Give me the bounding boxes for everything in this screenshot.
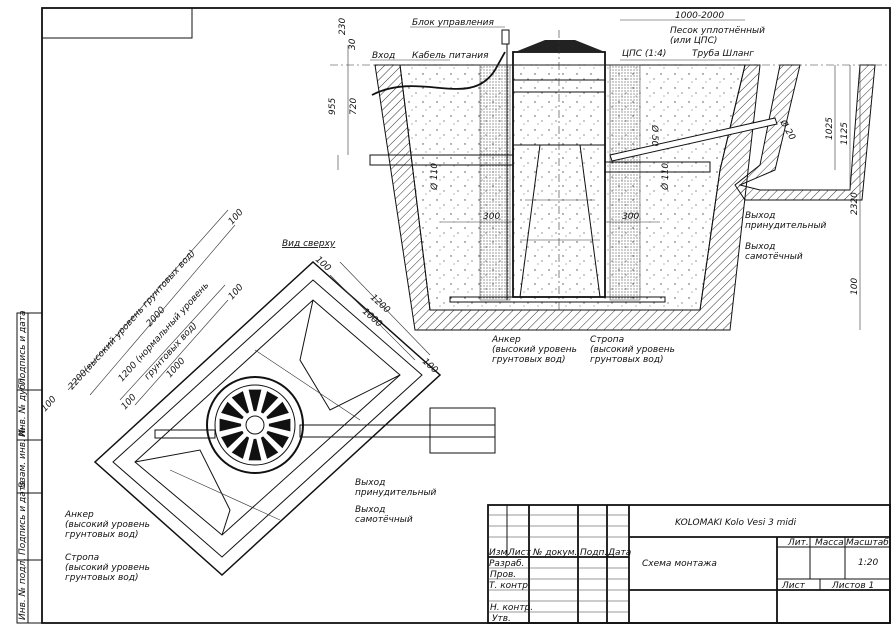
tank-rib <box>219 418 242 432</box>
label-sand-2: (или ЦПС) <box>670 36 717 46</box>
col-date: Дата <box>607 548 631 558</box>
dim-1000-2000: 1000-2000 <box>675 11 724 21</box>
label-strap-3: грунтовых вод) <box>590 355 664 365</box>
stamp-label: Инв. № подл. <box>18 558 28 620</box>
dim-720: 720 <box>349 98 359 115</box>
scale-value: 1:20 <box>858 558 878 568</box>
tank-rib <box>260 391 279 414</box>
label-anchor: Анкер <box>491 335 521 345</box>
top-label-anchor: Анкер <box>64 510 94 520</box>
label-control-unit: Блок управления <box>412 18 494 28</box>
tank-rib <box>248 438 262 461</box>
dim-2320: 2320 <box>850 192 860 215</box>
title-block: KOLOMAKI Kolo Vesi 3 midi Схема монтажа … <box>487 504 891 624</box>
power-cable <box>371 51 506 96</box>
top-label-strap-2: (высокий уровень <box>65 563 150 573</box>
sheets-label: Листов 1 <box>831 581 874 591</box>
side-stamp: Подпись и дата Инв. № дубл. Взам. инв. №… <box>16 310 43 624</box>
lit-label: Лит. <box>787 538 809 548</box>
section-view: Блок управления Вход Кабель питания Песо… <box>328 11 890 365</box>
top-label-outlet-forced: Выход <box>355 478 385 488</box>
top-label-outlet-gravity: Выход <box>355 505 385 515</box>
dim-100: 100 <box>850 278 860 295</box>
stamp-label: Инв. № дубл. <box>18 375 28 437</box>
row-tkontr: Т. контр. <box>489 581 531 591</box>
base-plate <box>449 296 666 303</box>
cps-fill-left <box>479 64 511 301</box>
product-name: KOLOMAKI Kolo Vesi 3 midi <box>675 518 797 528</box>
top-label-anchor-2: (высокий уровень <box>65 520 150 530</box>
stamp-label: Подпись и дата <box>18 310 28 385</box>
inlet-pipe-top <box>154 429 216 439</box>
label-anchor-2: (высокий уровень <box>492 345 577 355</box>
dim-300-left: 300 <box>483 212 500 222</box>
label-strap-2: (высокий уровень <box>590 345 675 355</box>
tank <box>449 30 666 310</box>
mass-label: Масса <box>815 538 844 548</box>
top-label-outlet-gravity-2: самотёчный <box>355 515 413 525</box>
stamp-label: Подпись и дата <box>18 480 28 555</box>
tank-rib <box>231 436 250 459</box>
dim-110-outlet: Ø 110 <box>660 163 671 191</box>
dim-300-right: 300 <box>622 212 639 222</box>
label-pipe-hose: Труба Шланг <box>692 49 754 59</box>
tank-rib <box>248 389 262 412</box>
forced-outlet-pipe <box>609 117 778 162</box>
tank-rib <box>221 401 244 420</box>
label-strap: Стропа <box>590 335 624 345</box>
label-anchor-3: грунтовых вод) <box>492 355 566 365</box>
row-prov: Пров. <box>490 570 516 580</box>
dim-50: Ø 50 <box>649 124 660 147</box>
sheet-label: Лист <box>781 581 806 591</box>
control-unit <box>501 29 510 45</box>
row-razrab: Разраб. <box>489 559 524 569</box>
col-izm: Изм. <box>489 548 510 558</box>
label-cps: ЦПС (1:4) <box>622 49 666 59</box>
top-view-title: Вид сверху <box>282 239 336 249</box>
col-doc: № докум. <box>532 548 577 558</box>
tank-lid <box>515 40 605 52</box>
label-sand: Песок уплотнённый <box>670 26 765 36</box>
stamp-label: Взам. инв. № <box>18 427 28 488</box>
top-label-anchor-3: грунтовых вод) <box>65 530 139 540</box>
scale-label: Масштаб <box>846 538 889 548</box>
dim-1125: 1125 <box>840 122 850 145</box>
dim-110-inlet: Ø 110 <box>429 163 440 191</box>
tank-rib <box>221 430 244 449</box>
label-outlet-gravity-2: самотёчный <box>745 252 803 262</box>
pit-inner-outline <box>112 279 423 558</box>
dim-230: 230 <box>338 18 348 35</box>
dim-1025: 1025 <box>825 117 835 140</box>
label-outlet-forced-2: принудительный <box>745 221 827 231</box>
tank-top <box>206 376 304 474</box>
label-outlet-gravity: Выход <box>745 242 775 252</box>
outlet-trench-top <box>429 407 496 454</box>
top-label-outlet-forced-2: принудительный <box>355 488 437 498</box>
col-sign: Подп. <box>580 548 607 558</box>
tank-rib <box>266 401 289 420</box>
label-inlet: Вход <box>372 51 395 61</box>
gravity-outlet-pipe <box>604 161 711 173</box>
cps-fill-right <box>609 64 641 301</box>
label-outlet-forced: Выход <box>745 211 775 221</box>
inlet-pipe <box>369 154 514 166</box>
tank-rib <box>266 430 289 449</box>
sand-fill <box>399 64 746 311</box>
label-power-cable: Кабель питания <box>412 51 489 61</box>
tank-rib <box>268 418 291 432</box>
col-list: Лист <box>507 548 532 558</box>
dim-955: 955 <box>328 98 338 115</box>
tank-rib <box>231 391 250 414</box>
drawing-title: Схема монтажа <box>642 559 717 569</box>
top-label-strap: Стропа <box>65 553 99 563</box>
row-utv: Утв. <box>492 614 511 624</box>
tank-rib <box>260 436 279 459</box>
dim-30: 30 <box>348 38 358 50</box>
row-nkontr: Н. контр. <box>490 603 533 613</box>
top-label-strap-3: грунтовых вод) <box>65 573 139 583</box>
